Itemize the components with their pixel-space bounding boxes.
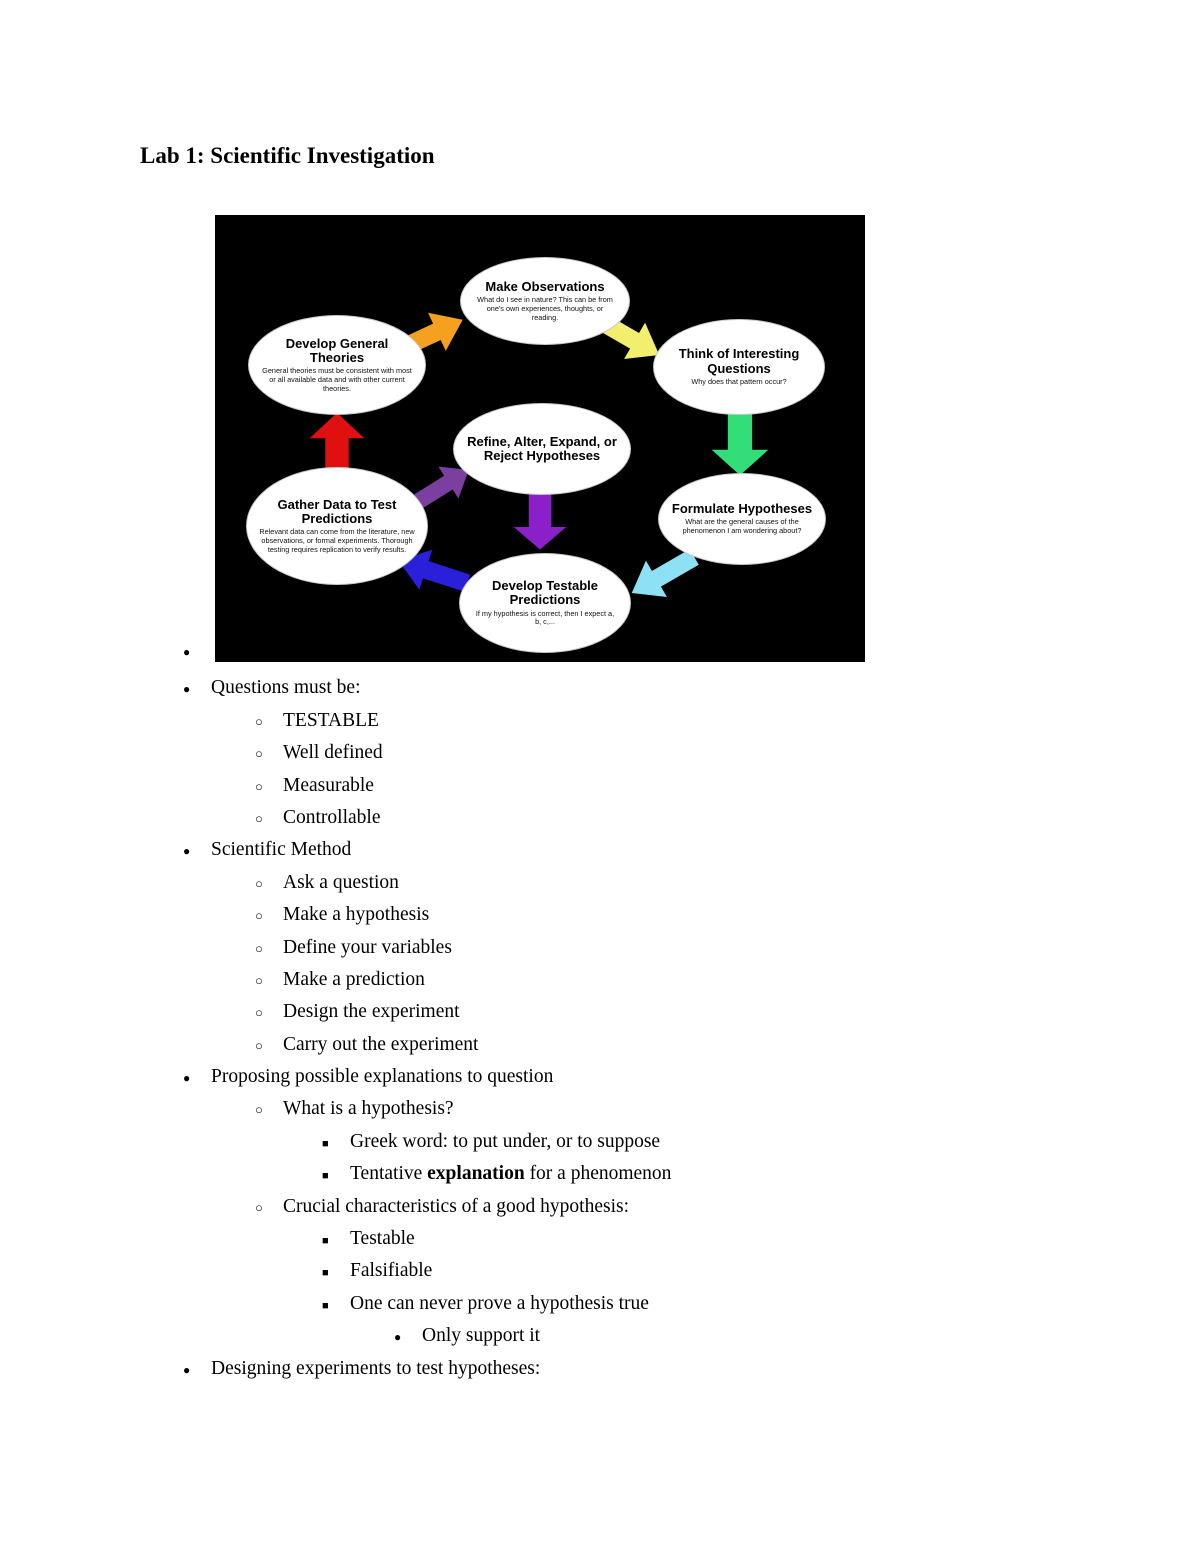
diagram-node-refine-hypotheses: Refine, Alter, Expand, or Reject Hypothe…	[453, 403, 631, 495]
note-text: Make a prediction	[283, 968, 425, 990]
note-text: Measurable	[283, 774, 374, 796]
list-item: ● Scientific Method	[140, 839, 1150, 871]
note-text: Scientific Method	[211, 839, 352, 861]
note-text: One can never prove a hypothesis true	[350, 1292, 649, 1314]
diagram-node-subtitle: General theories must be consistent with…	[262, 366, 412, 393]
diagram-node-title: Think of Interesting Questions	[678, 346, 800, 376]
bullet-glyph: ■	[322, 1170, 329, 1183]
bullet-glyph: ●	[183, 682, 191, 697]
list-item: ■ One can never prove a hypothesis true	[140, 1293, 1150, 1325]
bullet-glyph: ■	[322, 1235, 329, 1248]
diagram-node-subtitle: What do I see in nature? This can be fro…	[477, 295, 613, 322]
list-item: ○ Define your variables	[140, 937, 1150, 969]
diagram-node-title: Develop General Theories	[285, 335, 389, 365]
list-item: ○ Controllable	[140, 807, 1150, 839]
list-item: ○ Make a hypothesis	[140, 904, 1150, 936]
list-item: ● Only support it	[140, 1325, 1150, 1357]
diagram-node-title: Make Observations	[485, 278, 605, 294]
list-item: ○ TESTABLE	[140, 710, 1150, 742]
bullet-glyph: ○	[255, 1102, 263, 1118]
list-item: ■ Tentative explanation for a phenomenon	[140, 1163, 1150, 1195]
arrow-predictions-to-data	[398, 549, 471, 592]
diagram-node-title: Develop Testable Predictions	[492, 577, 598, 608]
note-text: Carry out the experiment	[283, 1033, 479, 1055]
note-text: Crucial characteristics of a good hypoth…	[283, 1195, 630, 1217]
bullet-glyph: ○	[255, 875, 263, 891]
diagram-node-title: Refine, Alter, Expand, or Reject Hypothe…	[467, 433, 617, 463]
note-text: Only support it	[422, 1325, 541, 1347]
bullet-glyph: ●	[183, 1362, 191, 1377]
diagram-node-title: Gather Data to Test Predictions	[277, 496, 397, 526]
diagram-node-title: Formulate Hypotheses	[671, 501, 813, 517]
list-item: ○ Ask a question	[140, 872, 1150, 904]
list-item: ○ Design the experiment	[140, 1001, 1150, 1033]
bullet-glyph: ○	[255, 1005, 263, 1021]
bullet-glyph: ●	[183, 645, 191, 659]
bullet-glyph: ○	[255, 908, 263, 924]
list-item: ■ Greek word: to put under, or to suppose	[140, 1131, 1150, 1163]
bullet-glyph: ●	[394, 1330, 402, 1345]
note-text: Tentative explanation for a phenomenon	[350, 1163, 672, 1185]
list-item: ○ Make a prediction	[140, 969, 1150, 1001]
note-text: Testable	[350, 1228, 415, 1250]
bullet-glyph: ○	[255, 940, 263, 956]
list-item: ■ Falsifiable	[140, 1260, 1150, 1292]
diagram-node-subtitle: Relevant data can come from the literatu…	[259, 527, 415, 554]
list-item: ●	[140, 645, 1150, 677]
diagram-node-subtitle: What are the general causes of the pheno…	[682, 517, 802, 536]
note-text: Controllable	[283, 806, 381, 828]
diagram-node-subtitle: Why does that pattern occur?	[691, 376, 787, 386]
arrow-questions-to-hypotheses	[711, 410, 769, 476]
note-text: What is a hypothesis?	[283, 1098, 454, 1120]
bullet-glyph: ○	[255, 778, 263, 794]
bullet-glyph: ○	[255, 1199, 263, 1215]
list-item: ● Questions must be:	[140, 677, 1150, 709]
note-text: Falsifiable	[350, 1260, 433, 1282]
list-item: ● Designing experiments to test hypothese…	[140, 1358, 1150, 1390]
arrow-refine-to-predictions	[513, 492, 567, 550]
note-text: Ask a question	[283, 871, 399, 893]
arrow-hypotheses-to-predictions	[631, 549, 699, 597]
bullet-glyph: ○	[255, 810, 263, 826]
note-text: Questions must be:	[211, 677, 361, 699]
notes-list: ● ● Questions must be: ○ TESTABLE ○ Well defin…	[140, 645, 1150, 1390]
list-item: ○ Crucial characteristics of a good hypot…	[140, 1196, 1150, 1228]
bullet-glyph: ■	[322, 1299, 329, 1312]
note-text: Greek word: to put under, or to suppose	[350, 1130, 661, 1152]
bullet-glyph: ●	[183, 1071, 191, 1086]
list-item: ● Proposing possible explanations to ques…	[140, 1066, 1150, 1098]
note-text: Designing experiments to test hypotheses…	[211, 1357, 541, 1379]
note-text: Well defined	[283, 742, 383, 764]
list-item: ○ Well defined	[140, 742, 1150, 774]
note-text: Define your variables	[283, 936, 452, 958]
diagram-arrows-svg	[309, 311, 769, 597]
list-item: ○ What is a hypothesis?	[140, 1098, 1150, 1130]
arrow-data-to-refine	[412, 466, 469, 509]
note-text: TESTABLE	[283, 709, 379, 731]
page-title: Lab 1: Scientific Investigation	[140, 143, 435, 168]
bullet-glyph: ●	[183, 844, 191, 859]
note-text: Make a hypothesis	[283, 904, 430, 926]
bullet-glyph: ○	[255, 1037, 263, 1053]
list-item: ■ Testable	[140, 1228, 1150, 1260]
list-item: ○ Measurable	[140, 775, 1150, 807]
note-text: Proposing possible explanations to quest…	[211, 1066, 554, 1088]
bullet-glyph: ■	[322, 1267, 329, 1280]
list-item: ○ Carry out the experiment	[140, 1034, 1150, 1066]
bullet-glyph: ■	[322, 1137, 329, 1150]
diagram-node-subtitle: If my hypothesis is correct, then I expe…	[475, 608, 615, 627]
bullet-glyph: ○	[255, 746, 263, 762]
arrow-data-to-theories	[309, 412, 365, 478]
note-text: Design the experiment	[283, 1001, 460, 1023]
bullet-glyph: ○	[255, 972, 263, 988]
bullet-glyph: ○	[255, 713, 263, 729]
